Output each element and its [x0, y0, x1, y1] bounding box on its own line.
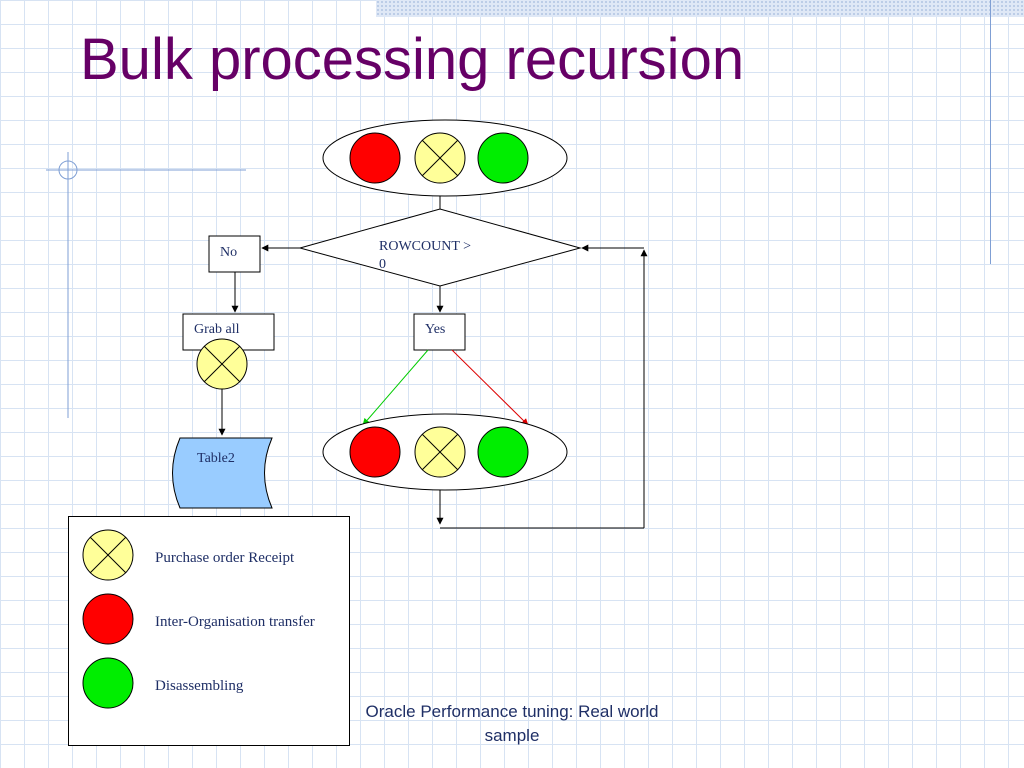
legend-label-disassembling: Disassembling	[155, 678, 244, 694]
green-branch-arrow	[362, 349, 429, 426]
legend-label-inter-org: Inter-Organisation transfer	[155, 614, 315, 630]
no-label: No	[220, 245, 237, 260]
red-branch-arrow	[451, 349, 529, 426]
decision-label-line2: 0	[379, 257, 386, 272]
legend-label-purchase-order: Purchase order Receipt	[155, 550, 295, 566]
yes-box: Yes	[413, 313, 466, 351]
red-circle-icon	[349, 426, 401, 478]
table2-storage: Table2	[172, 437, 273, 509]
grab-all-x-circle-icon	[196, 338, 248, 390]
right-decoration-line	[990, 0, 991, 264]
green-circle-icon	[477, 426, 529, 478]
top-transaction-group	[322, 119, 568, 197]
slide-footer: Oracle Performance tuning: Real world sa…	[365, 702, 659, 745]
corner-cross-decoration	[46, 152, 246, 418]
yes-label: Yes	[425, 322, 445, 337]
x-circle-icon	[414, 132, 466, 184]
legend-panel: Purchase order Receipt Inter-Organisatio…	[68, 516, 350, 746]
green-circle-icon	[477, 132, 529, 184]
rowcount-decision: ROWCOUNT > 0	[298, 208, 582, 287]
legend-red-circle-icon	[82, 593, 134, 645]
slide-title: Bulk processing recursion	[80, 27, 745, 92]
red-circle-icon	[349, 132, 401, 184]
legend-symbols	[82, 529, 134, 709]
top-decoration-band	[376, 0, 1024, 17]
bottom-transaction-group	[322, 413, 568, 491]
x-circle-icon	[414, 426, 466, 478]
decision-label-line1: ROWCOUNT >	[379, 239, 471, 254]
no-box: No	[208, 235, 261, 273]
table2-label: Table2	[197, 451, 235, 466]
legend-x-circle-icon	[82, 529, 134, 581]
loop-back-connector	[436, 244, 648, 529]
legend-green-circle-icon	[82, 657, 134, 709]
grab-all-label: Grab all	[194, 322, 240, 337]
